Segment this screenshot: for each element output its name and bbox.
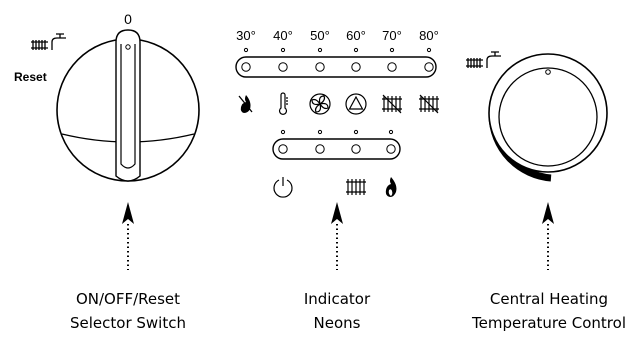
dotted-arrow-icon bbox=[542, 202, 554, 270]
dotted-arrow-icon bbox=[331, 202, 343, 270]
temp-label: 30° bbox=[236, 28, 256, 43]
neon-marker-dot bbox=[353, 47, 359, 53]
neon-marker-dot bbox=[280, 129, 286, 135]
neon-marker-dot bbox=[317, 47, 323, 53]
indicator-caption-line2: Neons bbox=[314, 314, 361, 332]
top-neon-strip bbox=[235, 56, 437, 78]
radiator-crossed-icon bbox=[419, 94, 439, 114]
radiator-icon bbox=[346, 179, 366, 195]
power-icon bbox=[273, 177, 293, 198]
indicator-neon bbox=[351, 144, 361, 154]
indicator-caption-line1: Indicator bbox=[304, 290, 371, 308]
neon-marker-dot bbox=[353, 129, 359, 135]
top-icon-row bbox=[238, 92, 439, 115]
selector-grip-inner bbox=[120, 44, 136, 169]
pump-icon bbox=[345, 93, 367, 115]
bottom-icon-row bbox=[273, 177, 397, 198]
flame-icon bbox=[385, 177, 397, 197]
heating-caption-line2: Temperature Control bbox=[471, 314, 626, 332]
heating-caption-line1: Central Heating bbox=[490, 290, 608, 308]
radiator-tap-icon bbox=[466, 51, 501, 68]
dotted-arrow-icon bbox=[122, 202, 134, 270]
indicator-neon bbox=[351, 62, 361, 72]
neon-marker-dot bbox=[280, 47, 286, 53]
indicator-panel: 30° 40° 50° 60° 70° 80° bbox=[235, 28, 439, 198]
indicator-neon bbox=[315, 144, 325, 154]
radiator-tap-icon bbox=[31, 33, 66, 50]
temp-label: 80° bbox=[419, 28, 439, 43]
selector-dot bbox=[125, 44, 131, 50]
selector-zero-label: 0 bbox=[124, 11, 132, 27]
thermometer-icon bbox=[278, 92, 288, 115]
temp-label: 70° bbox=[382, 28, 402, 43]
indicator-neon bbox=[315, 62, 325, 72]
neon-marker-dot bbox=[388, 129, 394, 135]
selector-caption-line1: ON/OFF/Reset bbox=[76, 290, 180, 308]
selector-caption-line2: Selector Switch bbox=[70, 314, 186, 332]
selector-switch[interactable]: 0 Reset bbox=[14, 11, 200, 182]
neon-marker-dot bbox=[243, 47, 249, 53]
heating-knob-inner bbox=[498, 67, 598, 167]
heating-control[interactable] bbox=[466, 51, 608, 182]
radiator-crossed-icon bbox=[382, 94, 402, 114]
temp-label: 40° bbox=[273, 28, 293, 43]
neon-marker-dot bbox=[317, 129, 323, 135]
indicator-neon bbox=[424, 62, 434, 72]
bottom-neon-strip bbox=[272, 138, 401, 160]
indicator-arrow bbox=[331, 202, 343, 270]
heating-arrow bbox=[542, 202, 554, 270]
heating-dot bbox=[545, 69, 551, 75]
selector-grip bbox=[115, 29, 141, 182]
selector-arrow bbox=[122, 202, 134, 270]
indicator-neon bbox=[386, 144, 396, 154]
indicator-neon bbox=[278, 144, 288, 154]
indicator-neon bbox=[278, 62, 288, 72]
neon-marker-dot bbox=[426, 47, 432, 53]
reset-label: Reset bbox=[14, 70, 47, 84]
indicator-neon bbox=[387, 62, 397, 72]
fan-icon bbox=[309, 93, 331, 115]
indicator-neon bbox=[241, 62, 251, 72]
temp-label: 60° bbox=[346, 28, 366, 43]
neon-marker-dot bbox=[389, 47, 395, 53]
temp-label: 50° bbox=[310, 28, 330, 43]
flame-crossed-icon bbox=[238, 95, 253, 113]
